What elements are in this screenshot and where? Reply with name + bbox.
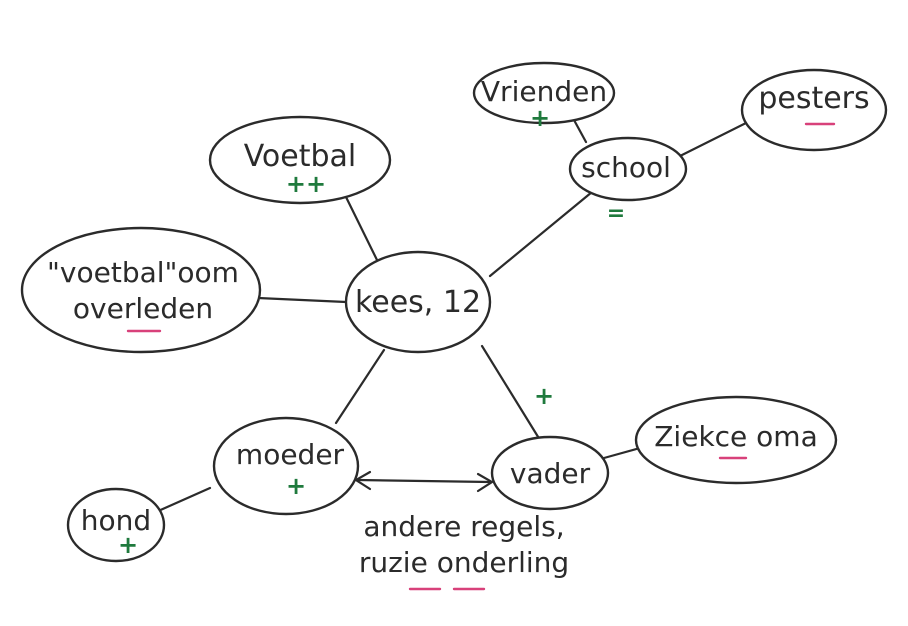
vrienden-label: Vrienden — [481, 75, 607, 108]
moeder-plus-mark: + — [286, 472, 306, 500]
bubble-voetbal — [208, 115, 392, 205]
edge-kees-vader — [480, 344, 542, 442]
hond-plus-mark: + — [118, 531, 138, 559]
bubbles — [20, 61, 888, 563]
note-line1: andere regels, — [363, 510, 564, 543]
bubble-vader — [490, 435, 610, 511]
connections — [154, 118, 750, 514]
voetbal-label: Voetbal — [244, 139, 357, 174]
bubble-vrienden — [472, 61, 616, 125]
vader-label: vader — [510, 457, 591, 490]
edge-kees-school — [488, 190, 594, 278]
voetbal-plus-mark: ++ — [286, 170, 326, 198]
bubble-school — [568, 136, 688, 202]
oma-label: Ziekce oma — [654, 420, 818, 453]
oom-label-line2: overleden — [73, 292, 213, 325]
pesters-label: pesters — [758, 81, 869, 116]
moeder-label: moeder — [236, 438, 345, 471]
bubble-moeder — [212, 416, 360, 516]
school-label: school — [581, 151, 671, 184]
edge-kees-moeder — [334, 348, 386, 425]
kees-label: kees, 12 — [355, 285, 481, 320]
school-equal-mark: = — [607, 201, 625, 226]
edge-kees-voetbal — [344, 195, 380, 264]
labels: kees, 12 Voetbal ++ "voetbal"oom overled… — [47, 75, 870, 559]
vrienden-plus-mark: + — [530, 104, 550, 132]
edge-moeder-hond — [154, 486, 212, 514]
kees-vader-plus-mark: + — [534, 382, 554, 410]
relationship-note: andere regels, ruzie onderling — [359, 510, 569, 591]
bubble-kees — [344, 250, 492, 354]
edge-school-pesters — [678, 120, 750, 158]
bubble-oma — [634, 395, 838, 485]
bubble-oom — [20, 226, 262, 354]
bubble-hond — [66, 487, 166, 563]
hond-label: hond — [81, 504, 151, 537]
arrowhead-right — [476, 472, 495, 493]
edge-vader-oma — [602, 446, 642, 460]
edge-moeder-vader — [356, 478, 492, 484]
edge-kees-oom — [256, 296, 348, 304]
note-line2: ruzie onderling — [359, 546, 569, 579]
edge-school-vrienden — [572, 118, 588, 144]
oom-label-line1: "voetbal"oom — [47, 256, 239, 289]
bubble-pesters — [740, 68, 888, 152]
